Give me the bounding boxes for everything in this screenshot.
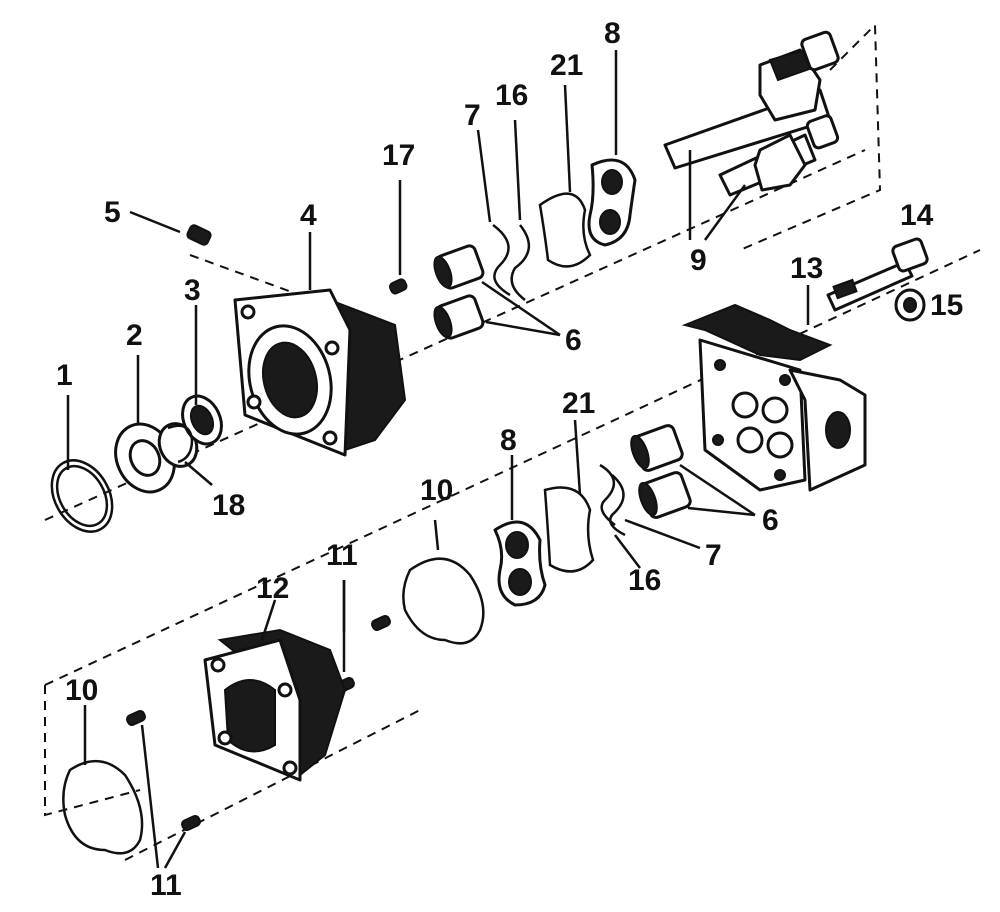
bushings-lower-part-6: [630, 424, 692, 519]
snap-ring-part-18: [167, 424, 194, 464]
thrust-plate-upper-part-8: [587, 158, 637, 247]
dowel-part-11-d: [181, 814, 201, 832]
backup-gasket-upper-part-21: [538, 192, 592, 268]
gear-shafts-part-9: [663, 30, 840, 197]
dowel-part-11-a: [371, 614, 391, 632]
callout-6-upper: 6: [565, 324, 582, 357]
callout-15: 15: [930, 289, 963, 322]
fitting-part-5: [186, 224, 212, 246]
callout-numbers: 1 2 3 4 5 6 6 7 7 8 8 9 10 10 11 11 12 1…: [56, 17, 963, 902]
callout-21-upper: 21: [550, 49, 583, 82]
leader-lines: [66, 50, 810, 869]
backup-gasket-lower-part-21: [543, 486, 595, 573]
callout-5: 5: [104, 196, 121, 229]
callout-11-middle: 11: [326, 539, 358, 572]
callout-10-middle: 10: [420, 474, 453, 507]
gasket-middle-part-10: [402, 557, 485, 645]
callout-21-lower: 21: [562, 387, 595, 420]
drive-shaft-part-14: [826, 237, 929, 312]
callout-16-lower: 16: [628, 564, 661, 597]
callout-4: 4: [300, 199, 317, 232]
callout-13: 13: [790, 252, 823, 285]
callout-16-upper: 16: [495, 79, 528, 112]
callout-17: 17: [382, 139, 415, 172]
cover-plate-part-12: [203, 628, 347, 782]
seal-wire-upper-part-7: [492, 223, 511, 297]
thrust-plate-lower-part-8: [493, 520, 547, 607]
callout-11-lower: 11: [150, 869, 182, 902]
callout-1: 1: [56, 359, 73, 392]
o-ring-part-1: [50, 459, 114, 533]
gasket-lower-part-10: [62, 759, 144, 855]
callout-18: 18: [212, 489, 245, 522]
callout-14: 14: [900, 199, 934, 232]
washer-part-15: [894, 288, 926, 322]
pump-body-part-13: [681, 303, 867, 492]
callout-2: 2: [126, 319, 143, 352]
callout-6-lower: 6: [762, 504, 779, 537]
callout-8-lower: 8: [500, 424, 517, 457]
seal-wire-upper-part-16: [510, 224, 530, 301]
callout-7-upper: 7: [464, 99, 481, 132]
callout-8-upper: 8: [604, 17, 621, 50]
dowel-part-17: [388, 278, 408, 295]
callout-9: 9: [690, 244, 707, 277]
callout-3: 3: [184, 274, 201, 307]
seal-wire-lower-part-16: [608, 474, 626, 537]
mounting-flange-part-4: [233, 288, 407, 457]
callout-10-lower: 10: [65, 674, 98, 707]
bushings-upper-part-6: [433, 244, 485, 340]
dowel-part-11-c: [126, 709, 146, 727]
callout-7-lower: 7: [705, 539, 722, 572]
callout-12: 12: [256, 572, 289, 605]
seal-wire-lower-part-7: [599, 463, 616, 526]
